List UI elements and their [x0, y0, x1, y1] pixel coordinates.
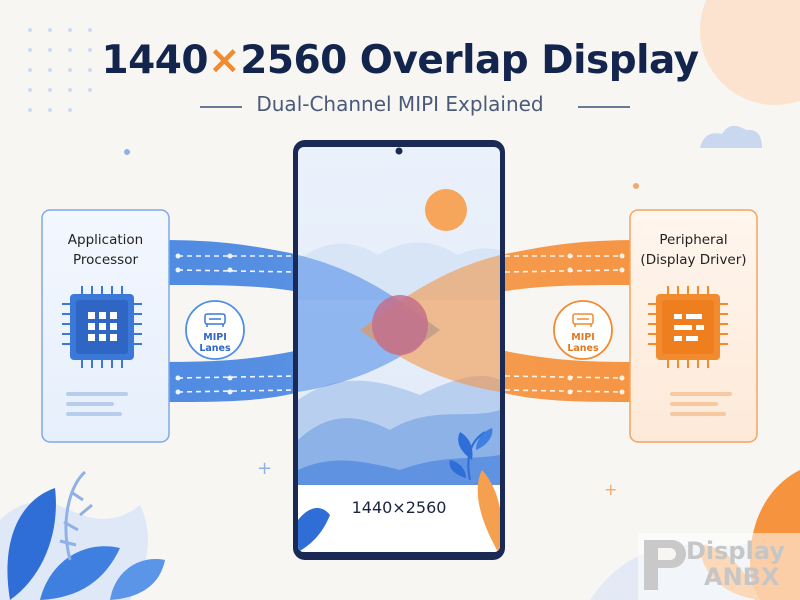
svg-text:+: + [257, 458, 272, 479]
right-card-title: Peripheral (Display Driver) [640, 232, 747, 268]
svg-text:+: + [604, 480, 617, 499]
phone-resolution-label: 1440×2560 [351, 498, 447, 517]
application-processor-card [41, 209, 170, 443]
right-mipi-lanes-badge [553, 300, 613, 360]
right-lane-label: MIPI Lanes [567, 332, 599, 354]
peripheral-display-driver-card [629, 209, 758, 443]
left-card-title: Application Processor [67, 232, 144, 268]
watermark-line2: ANBX [704, 563, 780, 591]
connector-icon [572, 313, 594, 327]
leaf-plant-icon [449, 428, 493, 481]
panox-logo-icon [638, 533, 800, 600]
phone-display [293, 140, 505, 560]
page-title: 1440×2560 Overlap Display [101, 38, 699, 83]
processor-chip-icon [62, 286, 142, 368]
page-subtitle: Dual-Channel MIPI Explained [256, 92, 544, 116]
display-driver-chip-icon [648, 286, 728, 368]
watermark-line1: Display [686, 537, 785, 565]
connector-icon [204, 313, 226, 327]
times-glyph: × [208, 38, 241, 83]
leaves-bottom-left-icon [7, 470, 165, 600]
left-lane-label: MIPI Lanes [199, 332, 231, 354]
left-mipi-lanes-badge [185, 300, 245, 360]
subtitle-rule-left [200, 106, 242, 108]
subtitle-rule-right [578, 106, 630, 108]
